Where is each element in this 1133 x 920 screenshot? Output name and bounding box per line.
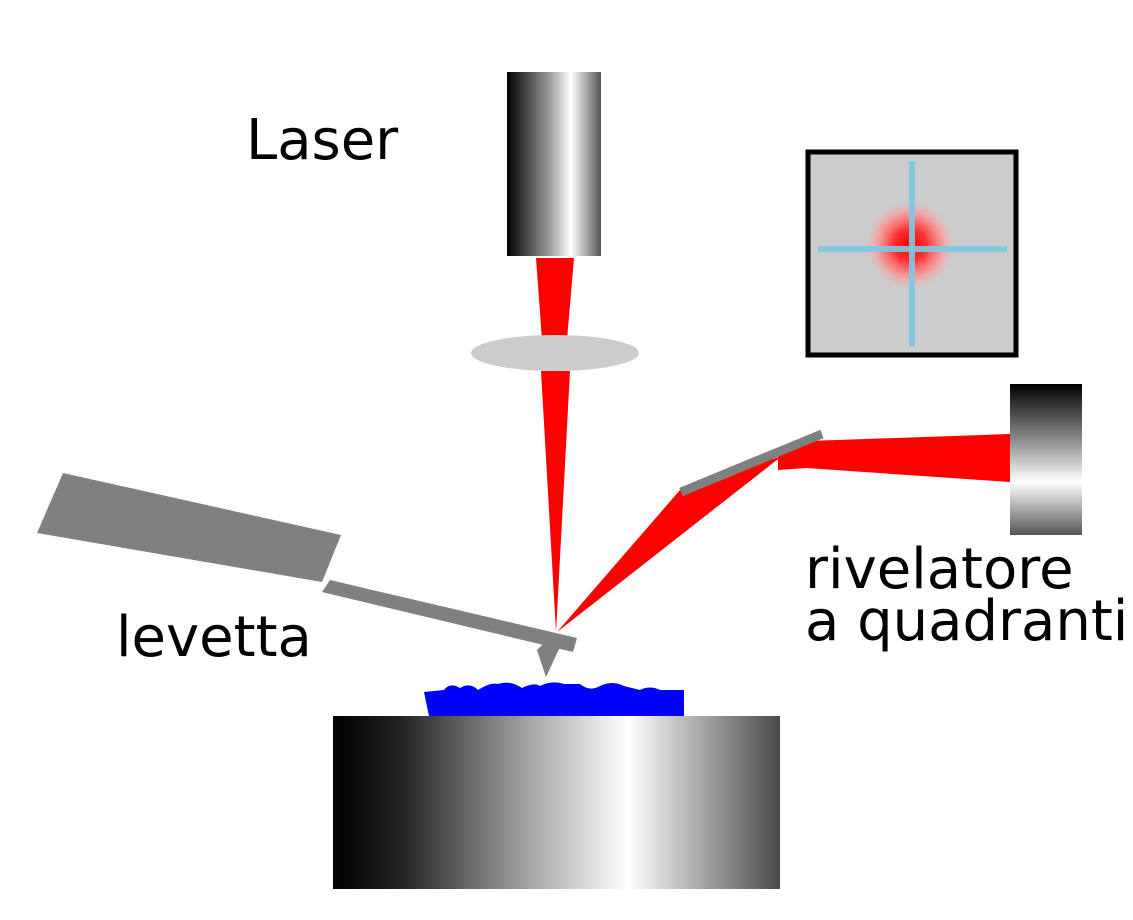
quadrant-spot-icon	[805, 149, 1019, 358]
detector-label-line1: rivelatore	[805, 537, 1074, 602]
laser-source-icon	[507, 72, 601, 256]
sample-stage-icon	[333, 716, 780, 889]
reflected-beam-to-mirror	[557, 456, 782, 632]
cantilever-icon	[37, 473, 577, 677]
incident-beam-upper	[536, 258, 574, 340]
laser-label: Laser	[246, 108, 399, 173]
detector-label: rivelatore a quadranti	[805, 537, 1129, 654]
photodiode-icon	[1010, 384, 1082, 535]
incident-beam-lower	[541, 371, 570, 632]
reflected-beam-to-detector	[778, 434, 1010, 482]
cantilever-label: levetta	[116, 605, 312, 670]
mirror-icon	[679, 429, 824, 497]
lens-icon	[471, 335, 639, 371]
sample-icon	[424, 682, 684, 716]
detector-label-line2: a quadranti	[805, 589, 1129, 654]
